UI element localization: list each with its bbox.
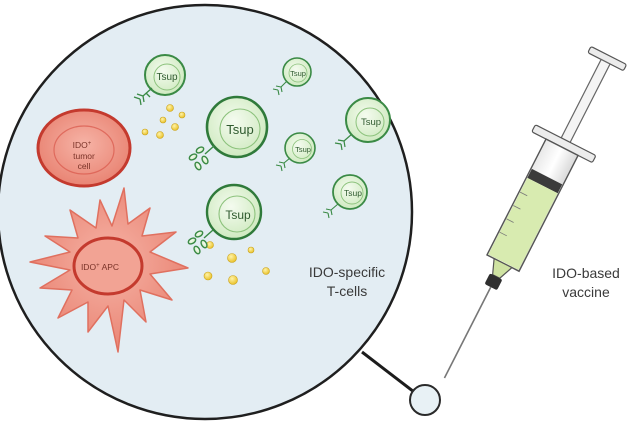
- tsup-label: Tsup: [290, 69, 306, 78]
- tumor-label-plus: +: [88, 141, 92, 147]
- tcells-caption-line1: IDO-specific: [309, 264, 385, 280]
- apc-label-plus: +: [96, 263, 100, 269]
- tsup-label: Tsup: [225, 208, 251, 222]
- tsup-label: Tsup: [156, 72, 178, 83]
- vaccine-caption-line2: vaccine: [562, 284, 610, 300]
- magnifier-connector: [362, 352, 418, 395]
- tumor-label-ido: IDO: [73, 140, 89, 150]
- tsup-label: Tsup: [344, 188, 362, 198]
- tsup-label: Tsup: [226, 122, 253, 137]
- syringe-icon: [414, 40, 639, 393]
- tumor-label-tumor: tumor: [73, 151, 95, 161]
- tumor-label-cell: cell: [78, 161, 91, 171]
- tcells-caption-line2: T-cells: [327, 283, 367, 299]
- apc-label-ido: IDO: [81, 262, 97, 272]
- needle-tip-magnifier: [410, 385, 440, 415]
- vaccine-caption-line1: IDO-based: [552, 265, 620, 281]
- tsup-label: Tsup: [361, 117, 381, 128]
- ido-tumor-cell: IDO+ tumor cell: [38, 110, 130, 186]
- apc-label-apc: APC: [102, 262, 119, 272]
- tsup-label: Tsup: [295, 145, 311, 154]
